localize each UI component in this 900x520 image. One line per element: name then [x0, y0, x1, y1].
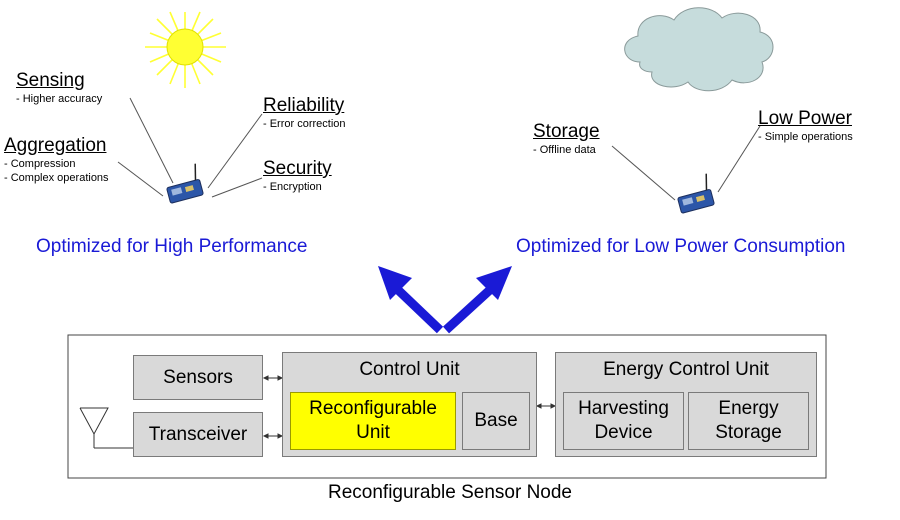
feature-title: Aggregation — [4, 135, 107, 156]
feature-title: Sensing — [16, 70, 85, 91]
feature-title: Security — [263, 158, 332, 179]
feature-low-power: Low Power - Simple operations — [758, 108, 853, 144]
high-performance-heading: Optimized for High Performance — [36, 236, 308, 257]
feature-title: Storage — [533, 121, 600, 142]
feature-reliability: Reliability - Error correction — [263, 95, 346, 131]
feature-sensing: Sensing - Higher accuracy — [16, 70, 102, 106]
arrow-to-high-performance — [378, 266, 444, 334]
feature-detail: - Error correction — [263, 118, 346, 130]
feature-detail: - Encryption — [263, 181, 322, 193]
feature-detail: - Complex operations — [4, 172, 109, 184]
energy-storage-block: Energy Storage — [688, 392, 809, 450]
harvesting-device-block: Harvesting Device — [563, 392, 684, 450]
antenna-icon — [79, 407, 134, 449]
arrow-to-low-power — [442, 266, 512, 334]
cloud-icon — [624, 7, 774, 92]
node-caption: Reconfigurable Sensor Node — [328, 482, 572, 503]
feature-aggregation: Aggregation - Compression - Complex oper… — [4, 135, 109, 185]
low-power-heading: Optimized for Low Power Consumption — [516, 236, 846, 257]
feature-detail: - Compression — [4, 158, 76, 170]
sensors-block: Sensors — [133, 355, 263, 400]
control-unit-title: Control Unit — [359, 359, 460, 380]
feature-detail: - Higher accuracy — [16, 93, 103, 105]
feature-detail: - Offline data — [533, 144, 596, 156]
feature-detail: - Simple operations — [758, 131, 853, 143]
feature-title: Low Power — [758, 108, 852, 129]
sensor-board-icon — [677, 173, 715, 214]
feature-title: Reliability — [263, 95, 345, 116]
feature-storage: Storage - Offline data — [533, 121, 600, 157]
reconfigurable-unit-block: Reconfigurable Unit — [290, 392, 456, 450]
sensor-board-icon — [166, 163, 204, 204]
transceiver-block: Transceiver — [133, 412, 263, 457]
sun-icon — [145, 11, 226, 88]
energy-control-unit-title: Energy Control Unit — [603, 359, 769, 380]
feature-security: Security - Encryption — [263, 158, 332, 194]
base-block: Base — [462, 392, 530, 450]
